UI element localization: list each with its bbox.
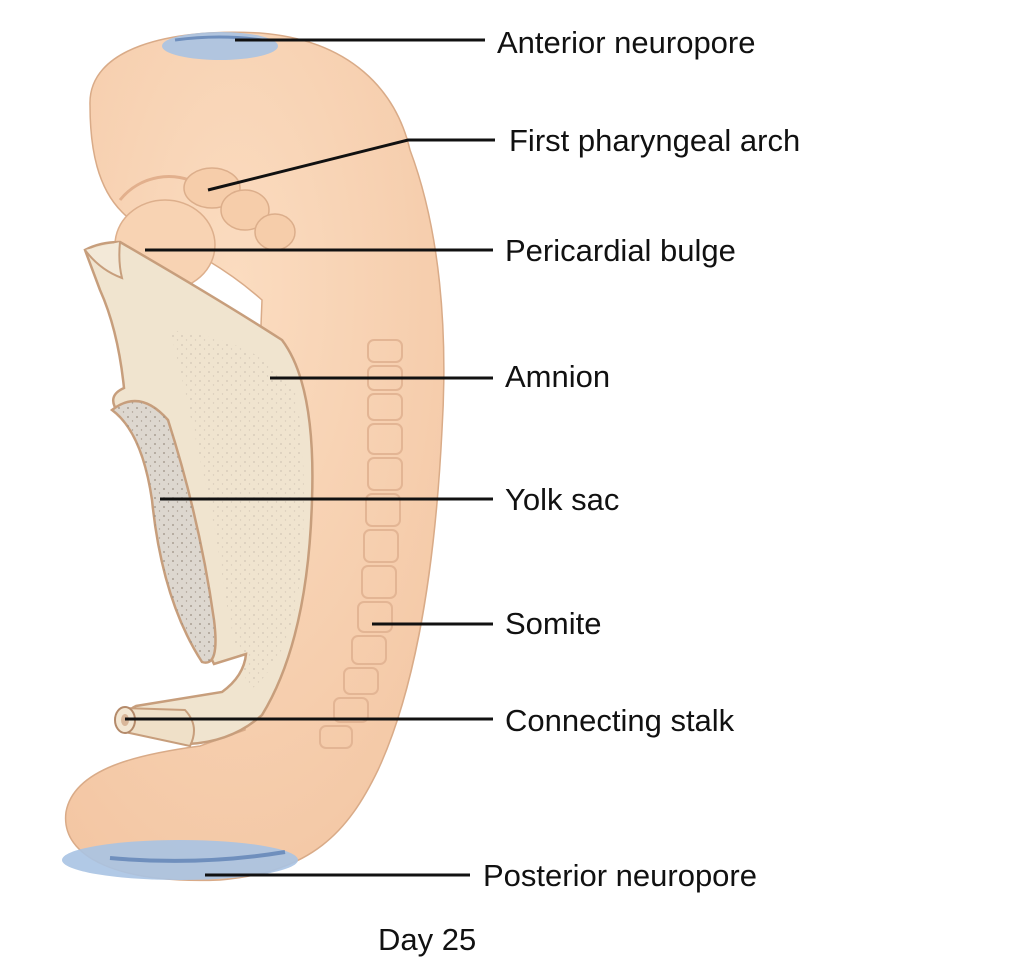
label-somite: Somite xyxy=(505,606,602,641)
leader-lines xyxy=(125,38,495,877)
label-posterior-neuropore: Posterior neuropore xyxy=(483,858,757,893)
label-anterior-neuropore: Anterior neuropore xyxy=(497,25,756,60)
label-amnion: Amnion xyxy=(505,359,611,394)
label-first-pharyngeal-arch: First pharyngeal arch xyxy=(509,123,801,158)
amnion-rim xyxy=(84,241,124,280)
pharyngeal-arches xyxy=(183,167,296,251)
connecting-stalk xyxy=(124,706,195,748)
caption-day: Day 25 xyxy=(378,922,477,957)
yolk-sac-texture xyxy=(112,401,216,663)
amnion-texture xyxy=(170,330,304,690)
posterior-neuropore-slit xyxy=(109,850,286,863)
label-pericardial-bulge: Pericardial bulge xyxy=(505,233,736,268)
label-yolk-sac: Yolk sac xyxy=(505,482,620,517)
label-connecting-stalk: Connecting stalk xyxy=(505,703,735,738)
